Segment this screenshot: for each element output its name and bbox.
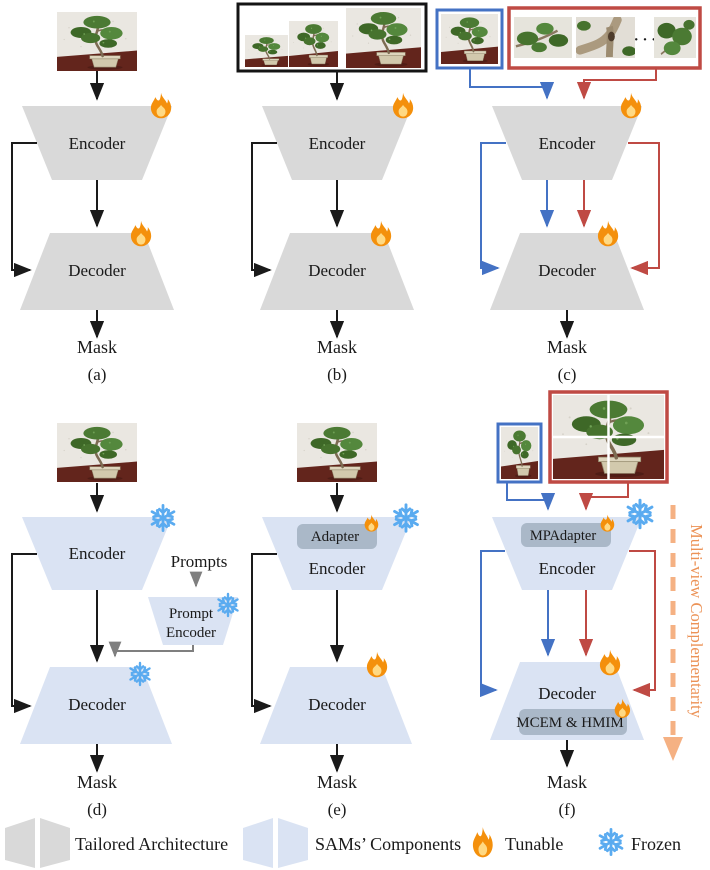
mask-label: Mask bbox=[317, 772, 357, 792]
legend-frozen-label: Frozen bbox=[631, 834, 681, 854]
encoder-shape bbox=[22, 517, 172, 590]
decoder-shape bbox=[20, 233, 174, 310]
legend: Tailored Architecture SAMs’ Components T… bbox=[5, 818, 681, 868]
mcem-hmim-label: MCEM & HMIM bbox=[516, 715, 624, 731]
encoder-shape bbox=[262, 106, 412, 180]
mpadapter-label: MPAdapter bbox=[530, 528, 596, 544]
flame-icon bbox=[392, 92, 414, 119]
panel-f: MPAdapter Encoder Decoder MCEM & HMIM Ma… bbox=[479, 390, 706, 819]
patch-image bbox=[576, 17, 636, 58]
decoder-label: Decoder bbox=[68, 261, 126, 280]
panel-caption: (c) bbox=[558, 365, 577, 384]
blue-skip-arrow bbox=[480, 142, 506, 276]
panel-b: Encoder Decoder Mask (b) bbox=[236, 2, 428, 384]
encoder-label: Encoder bbox=[309, 559, 366, 578]
encoder-shape bbox=[22, 106, 172, 180]
prompt-encoder-label-line2: Encoder bbox=[166, 625, 216, 641]
encoder-label: Encoder bbox=[309, 134, 366, 153]
skip-connection-arrow bbox=[251, 142, 277, 278]
bonsai-image bbox=[57, 12, 137, 71]
bonsai-image-large bbox=[346, 8, 421, 68]
tailored-architecture-glyph bbox=[5, 818, 70, 868]
mask-label: Mask bbox=[547, 772, 587, 792]
bonsai-image bbox=[297, 423, 377, 482]
decoder-label: Decoder bbox=[538, 261, 596, 280]
bonsai-image bbox=[501, 427, 538, 479]
flame-icon bbox=[620, 92, 642, 119]
decoder-shape bbox=[260, 233, 414, 310]
mpadapter-module bbox=[521, 523, 611, 547]
encoder-label: Encoder bbox=[69, 134, 126, 153]
flame-icon bbox=[130, 220, 152, 247]
flame-icon bbox=[150, 92, 172, 119]
panel-d: Encoder Prompts Prompt Encoder Decoder M… bbox=[11, 423, 241, 819]
bonsai-image-medium bbox=[289, 21, 338, 67]
legend-tailored-label: Tailored Architecture bbox=[75, 834, 228, 854]
panel-caption: (a) bbox=[88, 365, 107, 384]
encoder-shape bbox=[492, 106, 642, 180]
snowflake-icon bbox=[596, 827, 626, 857]
prompt-encoder-shape bbox=[148, 597, 238, 645]
legend-sams-label: SAMs’ Components bbox=[315, 834, 461, 854]
panel-e: Adapter Encoder Decoder Mask (e) bbox=[251, 423, 421, 819]
ellipsis-dots: · · · bbox=[634, 32, 657, 48]
flame-icon bbox=[597, 220, 619, 247]
decoder-label: Decoder bbox=[308, 695, 366, 714]
bonsai-image bbox=[441, 14, 498, 64]
blue-input-arrow bbox=[469, 68, 555, 100]
decoder-label: Decoder bbox=[68, 695, 126, 714]
decoder-label: Decoder bbox=[538, 684, 596, 703]
decoder-shape bbox=[260, 667, 412, 744]
decoder-shape bbox=[490, 233, 644, 310]
prompt-embedding-arrow bbox=[108, 641, 194, 658]
red-input-arrow bbox=[576, 68, 657, 100]
mask-label: Mask bbox=[547, 337, 587, 357]
red-skip-arrow bbox=[628, 142, 660, 276]
red-skip-arrow bbox=[629, 550, 656, 698]
flame-icon bbox=[366, 651, 388, 678]
panel-caption: (e) bbox=[328, 800, 347, 819]
blue-skip-arrow bbox=[479, 550, 505, 698]
encoder-label: Encoder bbox=[539, 559, 596, 578]
red-input-arrow bbox=[578, 482, 629, 511]
encoder-label: Encoder bbox=[69, 544, 126, 563]
flame-icon bbox=[599, 649, 621, 676]
flame-icon bbox=[472, 827, 493, 858]
patch-image bbox=[654, 17, 696, 58]
decoder-shape bbox=[20, 667, 172, 744]
panel-caption: (d) bbox=[87, 800, 107, 819]
prompt-encoder-label-line1: Prompt bbox=[169, 606, 214, 622]
adapter-label: Adapter bbox=[311, 529, 359, 545]
panel-caption: (b) bbox=[327, 365, 347, 384]
bonsai-image bbox=[57, 423, 137, 482]
prompts-label: Prompts bbox=[171, 552, 228, 571]
decoder-label: Decoder bbox=[308, 261, 366, 280]
adapter-module bbox=[297, 524, 377, 549]
panel-c: · · · Encoder Decoder Mask (c) bbox=[435, 6, 702, 384]
blue-input-arrow bbox=[506, 482, 556, 511]
skip-connection-arrow bbox=[11, 142, 37, 278]
legend-tunable-label: Tunable bbox=[505, 834, 563, 854]
complementarity-arrowhead bbox=[663, 737, 683, 761]
sams-components-glyph bbox=[243, 818, 308, 868]
panel-a: Encoder Decoder Mask (a) bbox=[11, 12, 174, 384]
mcem-hmim-module bbox=[519, 709, 627, 735]
quadrant-divider-lines bbox=[553, 395, 664, 479]
mask-label: Mask bbox=[317, 337, 357, 357]
panel-caption: (f) bbox=[559, 800, 576, 819]
flame-icon bbox=[370, 220, 392, 247]
skip-connection-arrow bbox=[11, 553, 37, 714]
bonsai-image-small bbox=[245, 35, 288, 67]
mask-label: Mask bbox=[77, 772, 117, 792]
encoder-label: Encoder bbox=[539, 134, 596, 153]
complementarity-label: Multi-view Complementarity bbox=[687, 524, 706, 719]
patch-image bbox=[514, 17, 572, 58]
mask-label: Mask bbox=[77, 337, 117, 357]
skip-connection-arrow bbox=[251, 553, 277, 714]
